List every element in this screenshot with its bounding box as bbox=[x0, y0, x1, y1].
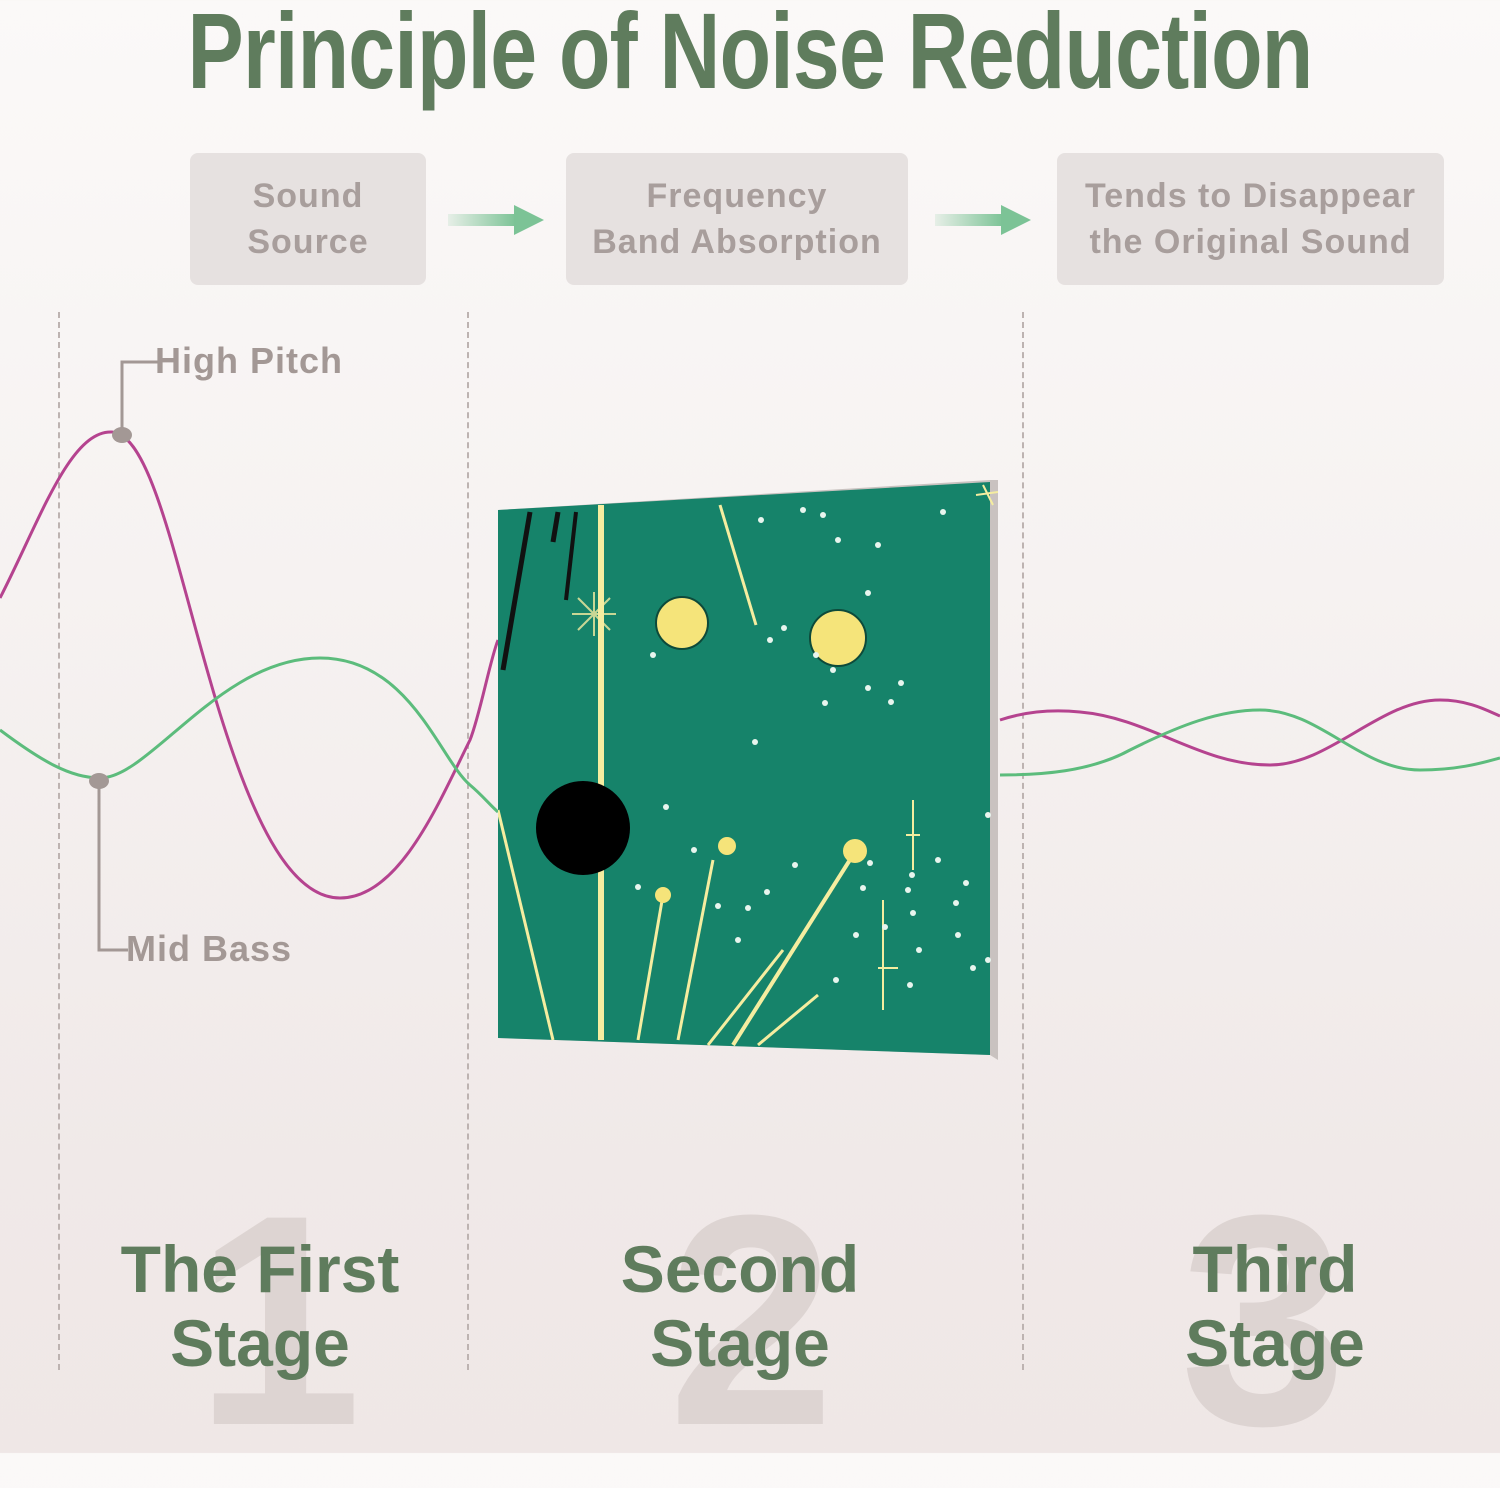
stage-label-line: The First bbox=[120, 1232, 400, 1306]
mid-bass-marker bbox=[89, 773, 109, 789]
high-pitch-wave bbox=[0, 430, 500, 900]
stage-label-line: Stage bbox=[170, 1306, 350, 1380]
stage-number-3: 3 bbox=[1180, 1152, 1347, 1488]
stage-label-second: Second Stage bbox=[540, 1232, 940, 1380]
high-pitch-marker bbox=[112, 427, 132, 443]
sound-waves bbox=[0, 360, 1500, 952]
stage-label-line: Stage bbox=[1185, 1306, 1365, 1380]
callout-high-pitch: High Pitch bbox=[155, 340, 343, 381]
stage-divider bbox=[1022, 312, 1024, 1370]
stage-number-1: 1 bbox=[195, 1152, 362, 1488]
arrow-right-icon bbox=[448, 205, 544, 235]
stage-label-third: Third Stage bbox=[1075, 1232, 1475, 1380]
stage-divider bbox=[58, 312, 60, 1370]
step-line: Band Absorption bbox=[592, 223, 882, 261]
page-title: Principle of Noise Reduction bbox=[187, 0, 1314, 111]
arrow-right-icon bbox=[935, 205, 1031, 235]
stage-divider bbox=[467, 312, 469, 1370]
stage-label-first: The First Stage bbox=[60, 1232, 460, 1380]
step-line: Frequency bbox=[646, 177, 828, 215]
step-line: the Original Sound bbox=[1089, 223, 1412, 261]
step-line: Sound bbox=[252, 177, 364, 215]
stage-label-line: Second bbox=[620, 1232, 860, 1306]
step-line: Source bbox=[247, 223, 369, 261]
callout-mid-bass: Mid Bass bbox=[126, 928, 293, 969]
acoustic-panel-image bbox=[498, 480, 998, 1060]
high-pitch-wave-reduced bbox=[999, 698, 1500, 767]
stage-number-2: 2 bbox=[668, 1152, 835, 1488]
stage-label-line: Third bbox=[1192, 1232, 1358, 1306]
stage-label-line: Stage bbox=[650, 1306, 830, 1380]
step-disappear-original-sound: Tends to Disappear the Original Sound bbox=[1057, 153, 1444, 285]
step-line: Tends to Disappear bbox=[1085, 177, 1416, 215]
mid-bass-wave-reduced bbox=[999, 708, 1500, 777]
mid-bass-wave bbox=[0, 656, 499, 814]
